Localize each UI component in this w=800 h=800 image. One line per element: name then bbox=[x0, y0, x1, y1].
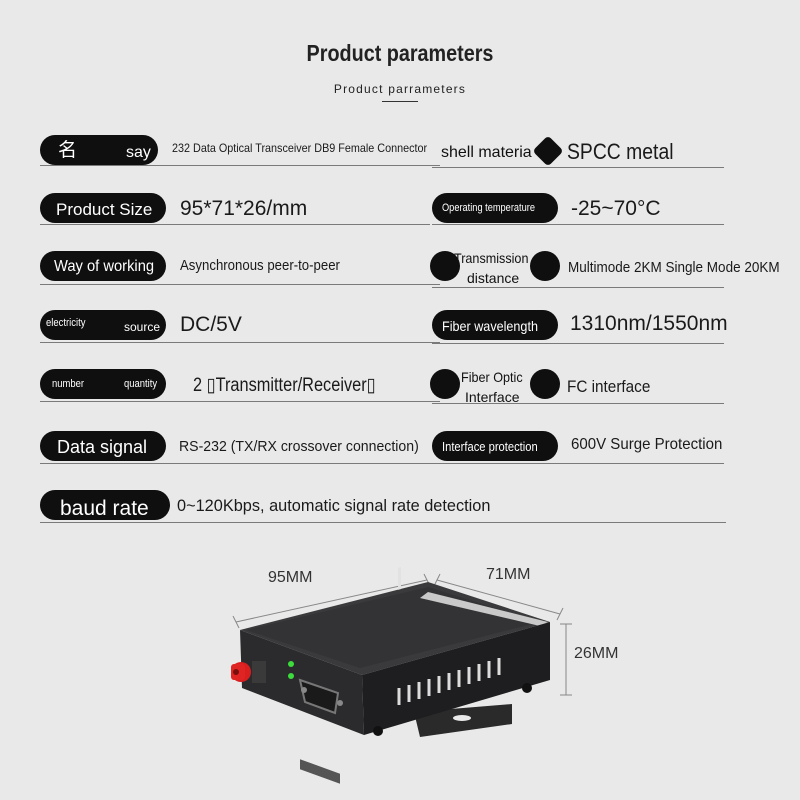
param-label-power-b: source bbox=[124, 320, 161, 334]
label-pill bbox=[40, 251, 166, 281]
row-divider bbox=[432, 463, 724, 464]
row-divider bbox=[40, 522, 726, 523]
label-pill bbox=[432, 431, 558, 461]
row-divider bbox=[40, 224, 430, 225]
param-label-size: Product Size bbox=[56, 200, 153, 219]
title-divider bbox=[382, 101, 418, 102]
param-label-protection: Interface protection bbox=[442, 439, 538, 454]
row-divider bbox=[40, 165, 440, 166]
param-label-temp: Operating temperature bbox=[442, 202, 535, 214]
param-value-power: DC/5V bbox=[180, 313, 242, 336]
label-pill bbox=[432, 193, 558, 223]
param-value-distance: Multimode 2KM Single Mode 20KM bbox=[568, 259, 780, 276]
row-divider bbox=[432, 167, 724, 168]
param-value-quantity: 2 ▯Transmitter/Receiver▯ bbox=[193, 375, 376, 396]
dimension-width: 71MM bbox=[486, 566, 531, 583]
row-divider bbox=[432, 224, 724, 225]
label-marker bbox=[530, 251, 560, 281]
page-subtitle: Product parrameters bbox=[333, 82, 467, 96]
label-marker bbox=[532, 135, 564, 167]
param-label-shell: shell materia bbox=[441, 144, 532, 161]
label-pill bbox=[40, 135, 158, 165]
label-marker bbox=[430, 369, 460, 399]
dimension-length: 95MM bbox=[268, 569, 313, 586]
param-label-interface-b: Interface bbox=[465, 389, 520, 405]
param-label-quantity-b: quantity bbox=[124, 378, 158, 390]
param-value-shell: SPCC metal bbox=[567, 139, 674, 164]
row-divider bbox=[432, 343, 724, 344]
param-label-interface-a: Fiber Optic bbox=[461, 369, 523, 385]
param-value-signal: RS-232 (TX/RX crossover connection) bbox=[179, 438, 419, 455]
dimension-height: 26MM bbox=[574, 645, 619, 662]
label-pill bbox=[40, 369, 166, 399]
row-divider bbox=[432, 403, 724, 404]
label-pill bbox=[40, 193, 166, 223]
label-pill bbox=[432, 310, 558, 340]
param-label-power-a: electricity bbox=[46, 317, 86, 329]
param-label-working: Way of working bbox=[54, 258, 155, 275]
param-label-signal: Data signal bbox=[57, 437, 148, 457]
page-title: Product parameters bbox=[306, 40, 494, 66]
param-label-name-b: say bbox=[126, 144, 151, 161]
label-pill bbox=[40, 490, 170, 520]
param-value-interface: FC interface bbox=[567, 377, 651, 396]
row-divider bbox=[40, 401, 440, 402]
param-label-name-a: 名 bbox=[58, 140, 78, 161]
row-divider bbox=[40, 463, 440, 464]
param-label-distance-b: distance bbox=[467, 270, 520, 286]
param-value-protection: 600V Surge Protection bbox=[571, 436, 723, 453]
row-divider bbox=[432, 287, 724, 288]
param-label-quantity-a: number bbox=[52, 378, 85, 390]
param-value-wavelength: 1310nm/1550nm bbox=[570, 312, 728, 335]
row-divider bbox=[40, 342, 440, 343]
param-value-temp: -25~70°C bbox=[571, 197, 661, 220]
param-label-baud: baud rate bbox=[60, 497, 149, 520]
param-value-working: Asynchronous peer-to-peer bbox=[180, 257, 340, 274]
label-pill bbox=[40, 431, 166, 461]
param-value-size: 95*71*26/mm bbox=[180, 197, 308, 220]
label-pill bbox=[40, 310, 166, 340]
label-marker bbox=[430, 251, 460, 281]
param-label-distance-a: Transmission bbox=[454, 250, 529, 266]
row-divider bbox=[40, 284, 440, 285]
label-marker bbox=[530, 369, 560, 399]
param-value-baud: 0~120Kbps, automatic signal rate detecti… bbox=[177, 496, 491, 515]
param-value-name: 232 Data Optical Transceiver DB9 Female … bbox=[172, 141, 428, 155]
param-label-wavelength: Fiber wavelength bbox=[442, 318, 538, 334]
